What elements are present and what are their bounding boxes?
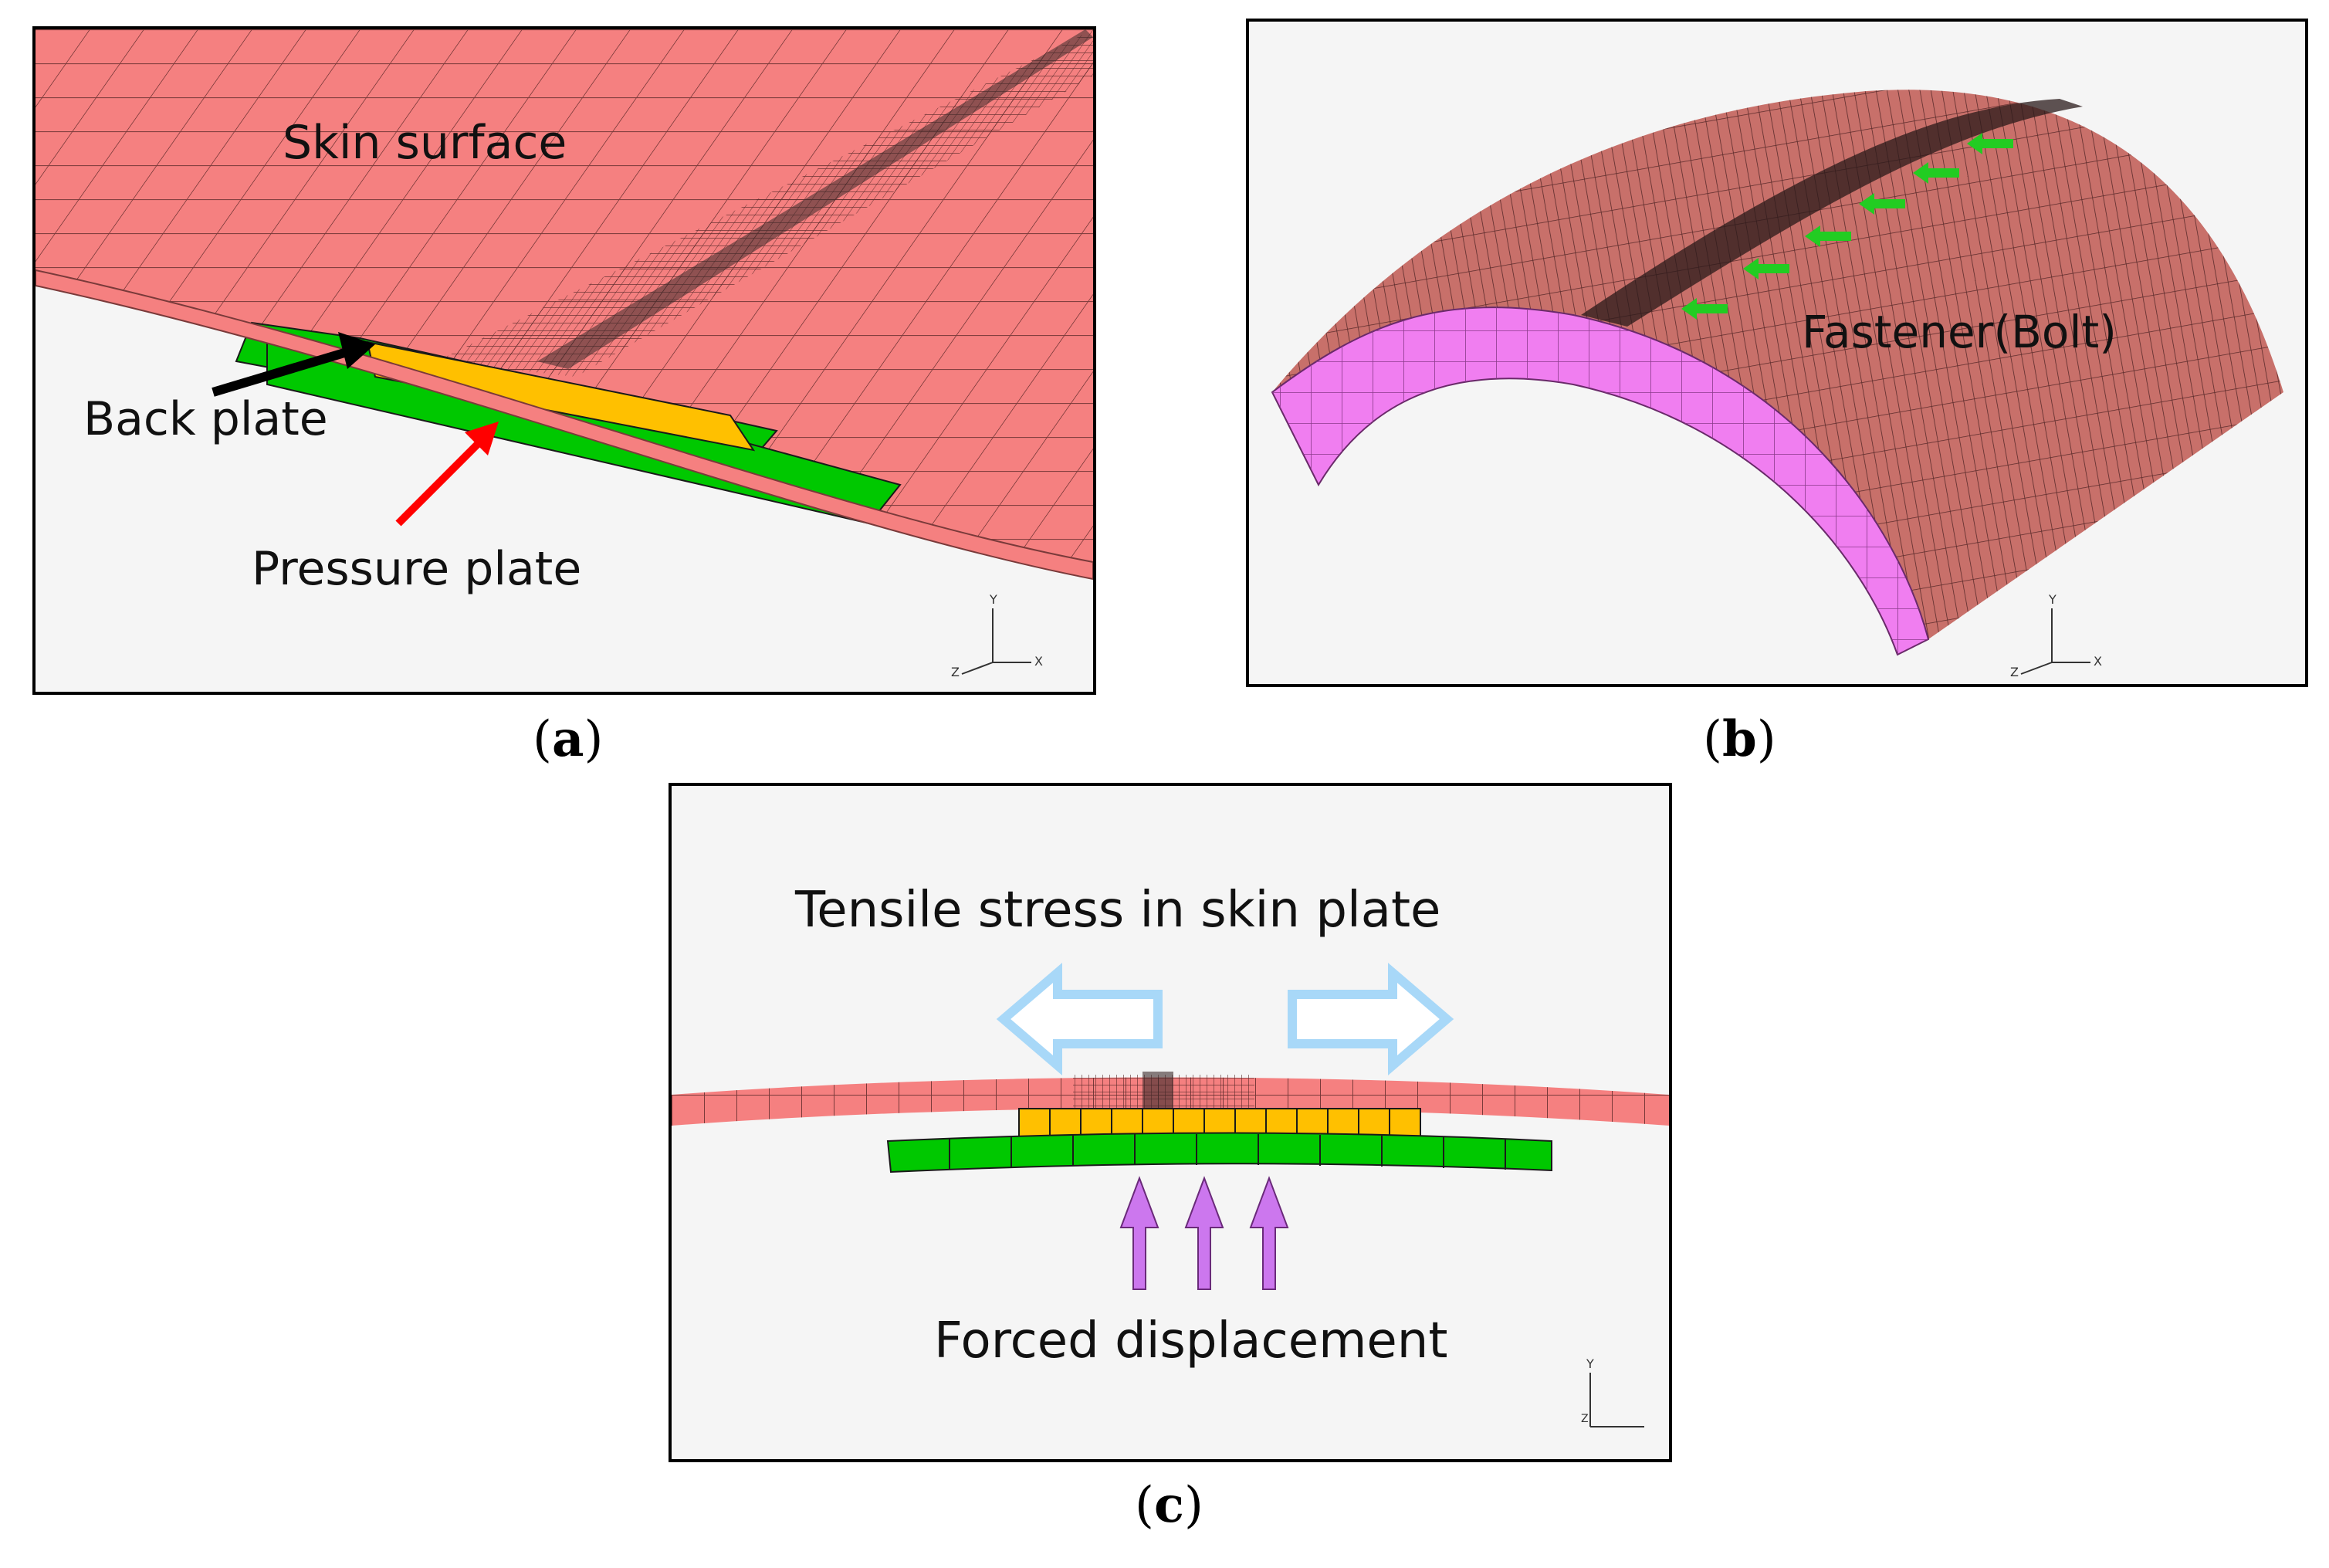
panel-b: Fastener(Bolt) Y X Z — [1246, 19, 2308, 687]
caption-a: (a) — [533, 710, 604, 768]
panel-b-mesh — [1271, 90, 2283, 656]
axis-triad-a: Y X Z — [951, 592, 1043, 678]
axis-y-label: Y — [2048, 592, 2056, 607]
forced-displacement-arrows — [1119, 1176, 1289, 1290]
axis-z-label: Z — [2010, 665, 2019, 678]
axis-x-label: X — [1034, 654, 1043, 669]
back-plate-pointer — [212, 346, 354, 397]
panel-c: Tensile stress in skin plate Forced disp… — [669, 783, 1672, 1462]
axis-z-label: Z — [951, 665, 960, 678]
axis-y-label: Y — [1586, 1356, 1594, 1371]
skin-surface-label: Skin surface — [283, 116, 567, 170]
forced-displacement-label: Forced displacement — [934, 1312, 1448, 1370]
tensile-label: Tensile stress in skin plate — [795, 882, 1441, 939]
panel-a-mesh — [36, 29, 1093, 581]
pressure-plate-shape-c — [886, 1132, 1552, 1173]
tensile-arrow-left — [996, 962, 1163, 1076]
back-plate-label: Back plate — [83, 392, 328, 446]
panel-c-mesh — [672, 962, 1669, 1290]
axis-triad-c: Y Z — [1581, 1356, 1644, 1427]
caption-c: (c) — [1135, 1476, 1203, 1534]
bolt-arrows — [1681, 133, 2013, 320]
panel-a: Skin surface Back plate Pressure plate Y… — [32, 26, 1096, 695]
tensile-arrow-right — [1288, 962, 1454, 1076]
axis-x-label: X — [2094, 654, 2102, 669]
pressure-plate-pointer — [395, 435, 486, 527]
axis-y-label: Y — [989, 592, 997, 607]
axis-z-label: Z — [1581, 1413, 1589, 1425]
axis-triad-b: Y X Z — [2010, 592, 2102, 678]
pressure-plate-label: Pressure plate — [252, 542, 582, 596]
caption-b: (b) — [1703, 710, 1776, 768]
fastener-label: Fastener(Bolt) — [1802, 306, 2117, 358]
